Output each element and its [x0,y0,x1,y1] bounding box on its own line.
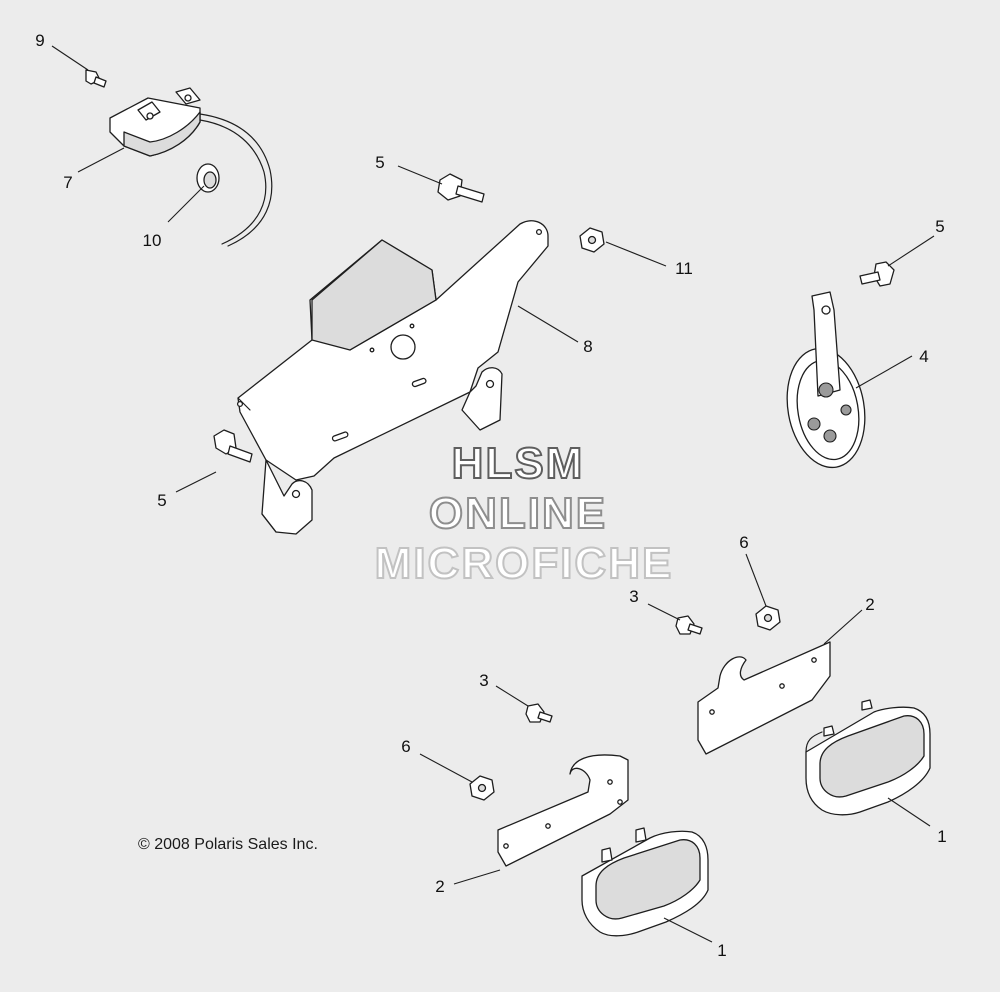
watermark-line-2: ONLINE [429,489,607,538]
callout-6-left: 6 [401,737,410,756]
part-1-tail-light-right[interactable] [805,699,931,816]
part-5-bolt-top[interactable] [437,173,485,203]
callout-1-right: 1 [937,827,946,846]
part-2-bracket-left[interactable] [497,754,629,867]
callout-1-left: 1 [717,941,726,960]
part-8-bracket[interactable] [236,220,549,535]
callout-5-right: 5 [935,217,944,236]
part-3-screw-left[interactable] [525,703,553,723]
part-4-horn[interactable] [778,291,874,474]
part-3-screw-right[interactable] [675,615,703,635]
callout-9: 9 [35,31,44,50]
part-7-light-module[interactable] [109,87,273,247]
watermark-line-3: MICROFICHE [375,539,674,588]
callout-7: 7 [63,173,72,192]
part-6-nut-left[interactable] [469,775,495,801]
callout-8: 8 [583,337,592,356]
watermark-line-1: HLSM [452,439,585,488]
copyright-notice: © 2008 Polaris Sales Inc. [138,836,318,853]
part-5-bolt-right[interactable] [859,261,895,287]
callout-2-right: 2 [865,595,874,614]
leader-lines [51,45,935,943]
part-2-bracket-right[interactable] [697,641,831,755]
part-5-bolt-left[interactable] [213,429,253,463]
part-9-screw[interactable] [85,69,107,88]
part-11-nut[interactable] [579,227,605,253]
callout-3-left: 3 [479,671,488,690]
callout-5-left: 5 [157,491,166,510]
callout-10: 10 [143,231,162,250]
callout-4: 4 [919,347,928,366]
part-10-washer[interactable] [196,163,220,193]
callout-2-left: 2 [435,877,444,896]
callout-3-right: 3 [629,587,638,606]
part-6-nut-right[interactable] [755,605,781,631]
callout-11: 11 [675,259,693,278]
watermark: HLSM ONLINE MICROFICHE [374,438,674,589]
callout-5-top: 5 [375,153,384,172]
callout-numbers: 9 7 10 5 11 8 5 4 5 6 3 2 3 6 2 1 1 [35,31,946,960]
callout-6-right: 6 [739,533,748,552]
part-1-tail-light-left[interactable] [581,827,709,937]
